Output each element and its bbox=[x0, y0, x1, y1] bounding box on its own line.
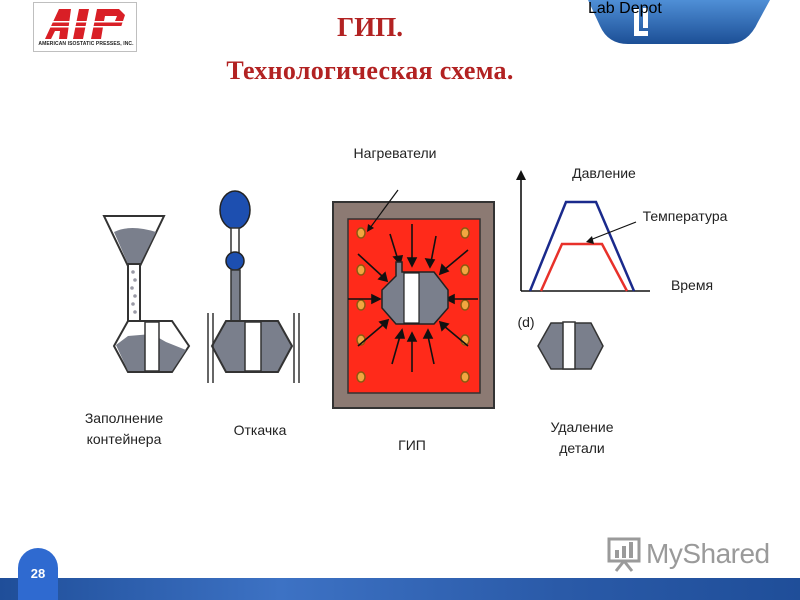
evac-bulb-large bbox=[219, 190, 251, 230]
label-hip: ГИП bbox=[398, 437, 426, 453]
powder-stream bbox=[130, 270, 137, 314]
temperature-pointer bbox=[589, 221, 637, 241]
labdepot-logo bbox=[588, 0, 770, 44]
page-number: 28 bbox=[30, 566, 46, 581]
label-pressure: Давление bbox=[572, 165, 636, 181]
page-number-badge bbox=[18, 548, 58, 600]
pressure-arrows bbox=[348, 224, 478, 372]
container-core bbox=[144, 321, 160, 372]
removed-part-core bbox=[562, 321, 576, 370]
heater-pointer-head bbox=[367, 224, 374, 232]
temperature-curve bbox=[539, 242, 629, 292]
label-removal-line2: детали bbox=[559, 440, 605, 456]
slide-subtitle: Технологическая схема. bbox=[226, 56, 514, 85]
removal-stage: (d) Удаление детали bbox=[517, 314, 613, 456]
heaters bbox=[356, 227, 470, 383]
evac-tube bbox=[230, 269, 241, 323]
pressure-curve bbox=[528, 200, 636, 292]
label-heaters: Нагреватели bbox=[354, 145, 437, 161]
evacuation-stage: Откачка bbox=[207, 190, 300, 438]
label-fill-line1: Заполнение bbox=[85, 410, 164, 426]
evac-clamp-lines bbox=[207, 313, 300, 383]
label-d-marker: (d) bbox=[517, 314, 534, 330]
evac-bulb-small bbox=[225, 251, 245, 271]
presentation-board-icon bbox=[607, 537, 641, 572]
label-evacuation: Откачка bbox=[234, 422, 287, 438]
aip-logo: AMERICAN ISOSTATIC PRESSES, INC. bbox=[33, 2, 137, 52]
cycle-graph: Давление Температура Время bbox=[516, 165, 728, 293]
filling-stage: Заполнение контейнера bbox=[85, 215, 191, 447]
label-fill-line2: контейнера bbox=[87, 431, 162, 447]
heater-pointer bbox=[369, 189, 399, 229]
hip-furnace-stage: Нагреватели ГИП bbox=[332, 145, 495, 453]
myshared-watermark: MyShared bbox=[606, 536, 770, 572]
labdepot-logo-text: Lab Depot bbox=[588, 0, 662, 17]
evac-core bbox=[244, 321, 262, 372]
label-time: Время bbox=[671, 277, 713, 293]
slide-title: ГИП. bbox=[337, 12, 403, 42]
myshared-watermark-text: MyShared bbox=[646, 538, 770, 569]
aip-logo-caption: AMERICAN ISOSTATIC PRESSES, INC. bbox=[38, 41, 134, 47]
temperature-pointer-head bbox=[586, 236, 594, 244]
aip-logo-mark bbox=[39, 9, 132, 39]
label-temperature: Температура bbox=[643, 208, 728, 224]
funnel-powder bbox=[114, 228, 156, 264]
hip-part-core bbox=[403, 272, 420, 324]
footer-bar bbox=[0, 578, 800, 600]
evac-neck bbox=[230, 227, 240, 255]
label-removal-line1: Удаление bbox=[550, 419, 613, 435]
graph-y-arrow bbox=[516, 170, 526, 180]
